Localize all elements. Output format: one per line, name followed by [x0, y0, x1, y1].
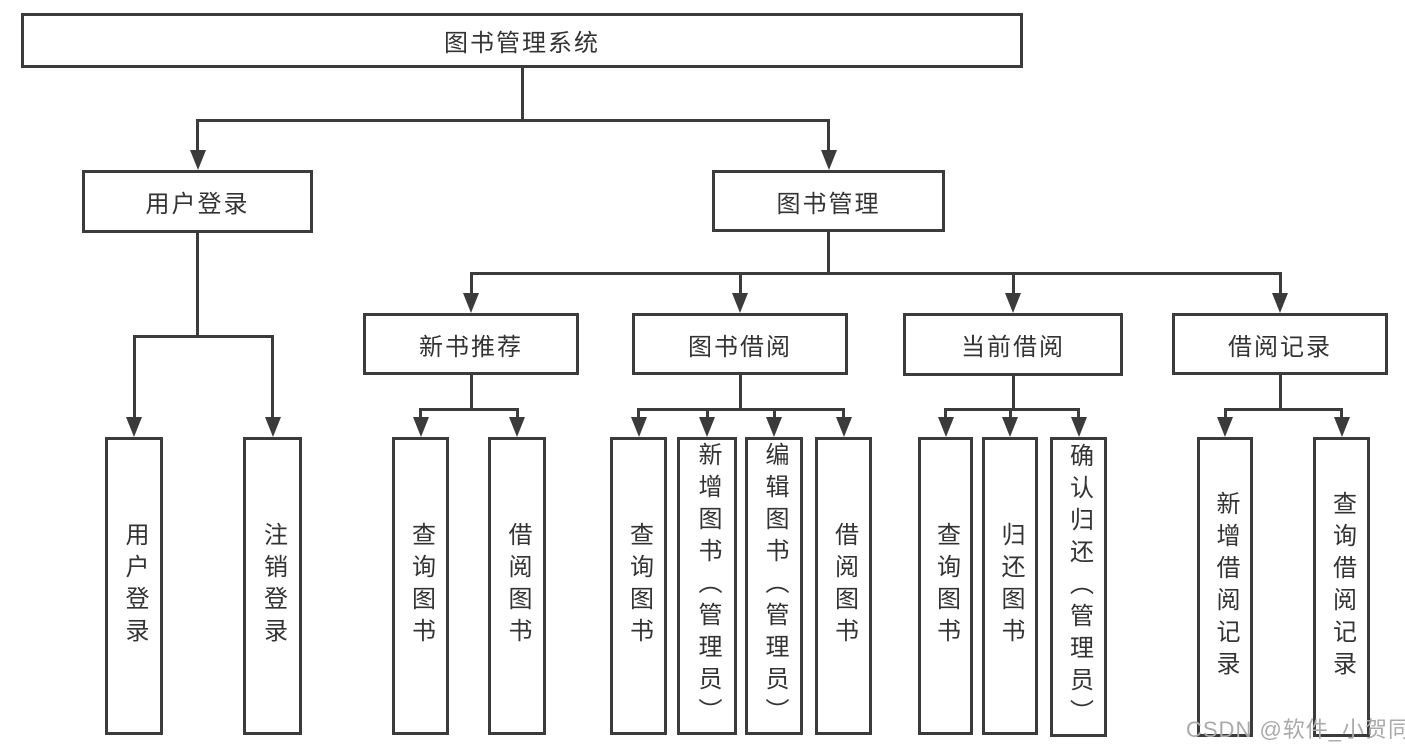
connector-line: [419, 408, 519, 411]
leaf-label: 注销登录: [259, 522, 287, 650]
arrow-down-icon: [937, 417, 954, 437]
leaf-borrow-books-recommend: 借阅图书: [488, 437, 546, 735]
watermark: CSDN @软件_小贺同学: [1186, 717, 1405, 742]
leaf-label: 确认归还（管理员）: [1065, 443, 1093, 731]
node-label: 新书推荐: [419, 333, 523, 361]
arrow-down-icon: [1333, 417, 1350, 437]
leaf-borrow-books: 借阅图书: [815, 437, 872, 735]
arrow-down-icon: [412, 417, 429, 437]
connector-line: [944, 408, 1080, 411]
node-borrowing-records: 借阅记录: [1172, 313, 1388, 375]
arrow-down-icon: [1217, 417, 1233, 437]
connector-line: [1011, 376, 1015, 411]
leaf-label: 查询图书: [407, 522, 435, 650]
connector-line: [1223, 408, 1343, 411]
node-book-management: 图书管理: [712, 170, 945, 232]
connector-line: [738, 374, 742, 411]
node-current-borrowing: 当前借阅: [903, 313, 1123, 376]
arrow-down-icon: [820, 150, 837, 170]
leaf-query-books-recommend: 查询图书: [392, 437, 449, 735]
leaf-label: 新增图书（管理员）: [694, 442, 721, 730]
connector-line: [1223, 408, 1227, 420]
arrow-down-icon: [766, 417, 782, 437]
leaf-label: 新增借阅记录: [1212, 491, 1239, 683]
leaf-label: 查询图书: [932, 522, 960, 650]
leaf-query-books-current: 查询图书: [918, 437, 973, 735]
node-label: 借阅记录: [1228, 333, 1332, 361]
arrow-down-icon: [835, 417, 852, 437]
node-label: 图书管理: [776, 190, 881, 218]
arrow-down-icon: [699, 417, 715, 437]
arrow-down-icon: [509, 417, 525, 437]
connector-line: [419, 408, 422, 420]
connector-line: [132, 335, 274, 338]
connector-line: [842, 408, 845, 420]
arrow-down-icon: [264, 417, 281, 437]
connector-line: [1340, 408, 1343, 420]
connector-line: [637, 408, 640, 420]
leaf-add-borrow-record: 新增借阅记录: [1197, 437, 1253, 737]
connector-line: [469, 375, 473, 411]
connector-line: [196, 119, 199, 152]
connector-line: [637, 408, 845, 411]
leaf-label: 用户登录: [121, 522, 148, 650]
connector-line: [738, 272, 742, 296]
connector-line: [772, 408, 776, 420]
node-book-borrowing: 图书借阅: [632, 313, 848, 375]
node-new-book-recommendation: 新书推荐: [363, 313, 579, 375]
node-label: 用户登录: [145, 191, 250, 218]
leaf-query-books-borrow: 查询图书: [610, 437, 667, 735]
node-label: 当前借阅: [961, 334, 1065, 361]
node-label: 图书管理系统: [444, 30, 600, 57]
leaf-return-books: 归还图书: [982, 437, 1038, 735]
arrow-down-icon: [463, 293, 479, 313]
connector-line: [515, 408, 519, 420]
arrow-down-icon: [732, 293, 748, 313]
connector-line: [827, 119, 830, 152]
arrow-down-icon: [126, 417, 142, 437]
arrow-down-icon: [189, 150, 206, 170]
connector-line: [520, 68, 524, 119]
leaf-edit-books-admin: 编辑图书（管理员）: [745, 437, 803, 735]
connector-line: [271, 335, 274, 419]
arrow-down-icon: [1002, 417, 1018, 437]
connector-line: [196, 233, 199, 338]
connector-line: [469, 272, 473, 296]
connector-line: [705, 408, 709, 420]
connector-line: [1008, 408, 1012, 420]
leaf-confirm-return-admin: 确认归还（管理员）: [1050, 437, 1107, 737]
connector-line: [132, 335, 136, 419]
leaf-add-books-admin: 新增图书（管理员）: [677, 437, 737, 735]
leaf-logout-login: 注销登录: [243, 437, 302, 735]
arrow-down-icon: [1070, 417, 1087, 437]
arrow-down-icon: [1272, 293, 1288, 313]
connector-line: [1011, 272, 1015, 296]
node-user-login: 用户登录: [82, 170, 313, 233]
leaf-label: 查询借阅记录: [1328, 491, 1356, 683]
node-label: 图书借阅: [688, 333, 792, 361]
connector-line: [1278, 375, 1282, 411]
leaf-label: 借阅图书: [504, 522, 531, 650]
arrow-down-icon: [1005, 293, 1021, 313]
connector-line: [944, 408, 947, 420]
arrow-down-icon: [630, 417, 647, 437]
connector-line: [827, 232, 830, 275]
connector-line: [196, 119, 830, 122]
connector-line: [1278, 272, 1282, 296]
connector-line: [469, 272, 1282, 275]
leaf-query-borrow-record: 查询借阅记录: [1313, 437, 1370, 737]
leaf-label: 编辑图书（管理员）: [761, 442, 788, 730]
leaf-label: 归还图书: [997, 522, 1024, 650]
connector-line: [1077, 408, 1080, 420]
leaf-label: 查询图书: [625, 522, 653, 650]
leaf-user-login: 用户登录: [105, 437, 163, 735]
node-library-management-system: 图书管理系统: [21, 13, 1023, 68]
leaf-label: 借阅图书: [830, 522, 858, 650]
